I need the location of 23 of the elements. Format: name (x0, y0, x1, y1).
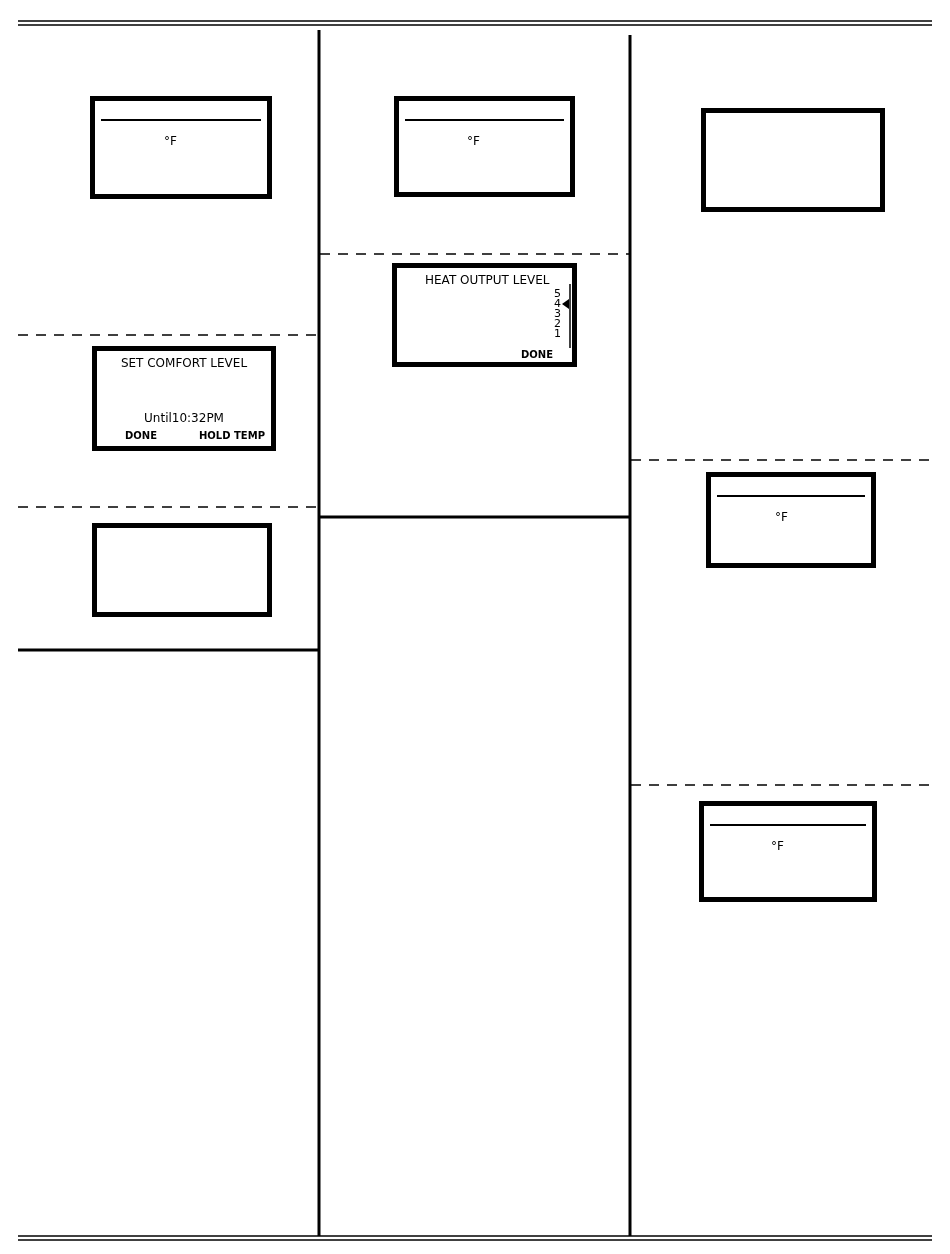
temperature-unit: °F (775, 511, 788, 523)
display-screen (699, 801, 877, 902)
blank-display-screen (92, 523, 272, 617)
display-screen (706, 472, 876, 568)
level-number: 3 (554, 308, 561, 319)
level-number: 5 (554, 288, 561, 299)
temperature-unit: °F (467, 135, 480, 147)
blank-display-screen (701, 108, 885, 212)
display-screen (90, 96, 272, 199)
softkey-label: DONE (521, 350, 553, 360)
level-number: 2 (554, 318, 561, 329)
temperature-unit: °F (164, 135, 177, 147)
display-screen (392, 263, 577, 367)
display-screen (394, 96, 575, 197)
softkey-label: DONE (125, 431, 157, 441)
display-title: HEAT OUTPUT LEVEL (425, 274, 550, 286)
temperature-unit: °F (771, 840, 784, 852)
hold-until-time: Until10:32PM (143, 412, 225, 424)
level-number: 4 (554, 298, 561, 309)
softkey-label: HOLD TEMP (199, 431, 265, 441)
display-screen (92, 346, 276, 451)
display-title: SET COMFORT LEVEL (119, 357, 249, 369)
level-number: 1 (554, 328, 561, 339)
